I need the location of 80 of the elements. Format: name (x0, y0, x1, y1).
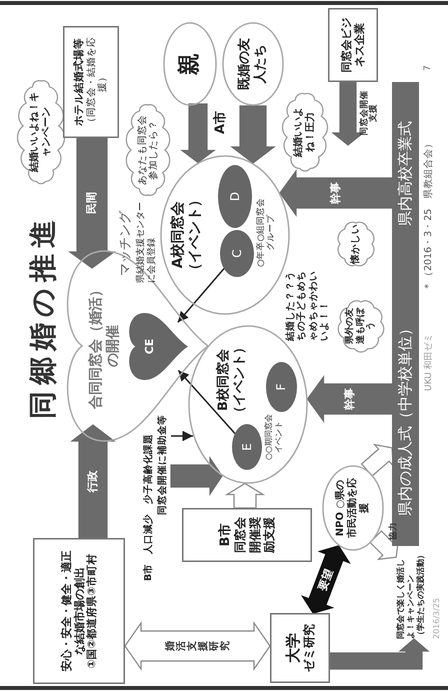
node-label: 結婚いいよね！圧力 (293, 106, 317, 160)
node-label: 結婚いいよね！キャンペーン (29, 91, 53, 174)
node-label: ゼミ研究 (302, 624, 316, 672)
person-circle (222, 22, 284, 106)
arrow-label: 協力 (389, 521, 399, 542)
node-label: ○○期同窓会イベント (264, 413, 284, 462)
member-ellipse (266, 362, 297, 412)
node-label: 同窓会ビジネス企業 (340, 16, 366, 74)
block-arrow (180, 103, 216, 164)
arrow-label: 同窓会開催支援 (360, 90, 380, 136)
node-label: 同窓会開催に補助金等 (157, 414, 168, 515)
block-arrow (306, 375, 393, 423)
note-text: マッチング (118, 210, 134, 276)
note-text: 県結婚支援センターに会員登録 (136, 201, 158, 283)
arrow (178, 370, 236, 434)
heart-shape (126, 313, 188, 380)
block-arrow (68, 137, 116, 269)
block-arrow (230, 105, 276, 164)
node-label: 県内高校卒業式 (396, 120, 414, 228)
node-label: C (230, 249, 244, 258)
member-ellipse (218, 165, 252, 228)
person-circle (163, 22, 217, 106)
double-arrow (124, 621, 271, 671)
node-label: B市 人口減少 少子高齢化課題 (143, 432, 154, 581)
note-text: ＊（2016・3・25 県教組合会） (423, 138, 434, 291)
block-arrow (70, 424, 116, 539)
arrow-label: 要望 (316, 567, 336, 592)
node-label: A校同窓会（イベント） (170, 192, 204, 279)
block-arrow (279, 169, 393, 217)
node-label: 合同同窓会（婚活）の開催 (88, 282, 122, 411)
block-arrow (329, 638, 430, 670)
note-text: UKU 和田ゼミ (424, 332, 435, 391)
arrow (171, 430, 193, 442)
info-box (182, 508, 312, 562)
node-label: E (240, 443, 254, 451)
note-text: 結婚した？？うちの子どもめちゃめちゃかわいいよ！！ (285, 271, 331, 341)
page-number: 7 (423, 64, 434, 71)
arrow-label: 幹事 (344, 388, 356, 410)
node-label: B校同窓会（イベント） (216, 340, 248, 421)
node-label: F (274, 384, 289, 390)
node-label: 親 (176, 53, 203, 75)
node-label: 同窓会開催奨励支援 (233, 516, 276, 556)
node-label: （同窓会・結婚を応援） (86, 36, 109, 129)
arrow-label: 行政 (86, 470, 100, 492)
block-arrow (224, 482, 266, 509)
node-label: 安心・安全・健全・適正な結婚市場の創出 (60, 550, 86, 674)
note-text: 2016/3/25 (432, 596, 442, 639)
diagram-title: 同郷婚の推進 (25, 213, 60, 419)
info-box (270, 613, 330, 683)
node-label: あなたも同窓会参加したら？ (136, 114, 160, 187)
info-box (63, 26, 119, 138)
note-text: A市 (213, 110, 229, 134)
node-label: ○年卒○組同窓会グループ (256, 197, 276, 269)
node-label: B市 (218, 524, 234, 546)
arrow-label: 民間 (86, 192, 98, 214)
organization-ellipse (322, 465, 384, 551)
arrow-label: 幹事 (330, 182, 342, 204)
node-label: NPO ○県の市民活動を応援 (335, 477, 371, 540)
node-label: （学生たちの実践活動） (416, 550, 426, 639)
node-label: 大学 (284, 633, 302, 663)
arrow-label: 婚活支援研究 (164, 641, 230, 651)
member-ellipse (232, 424, 262, 470)
info-box (33, 538, 125, 684)
node-label: ホテル結婚式場等 (73, 38, 86, 126)
node-label: 既婚の友人たち (237, 37, 269, 92)
node-label: 県外の友達も呼ぼう (344, 306, 378, 346)
block-arrow (331, 81, 365, 146)
node-label: 同窓会で楽しく婚活しよ！キャンペーン (396, 558, 416, 639)
info-box (328, 8, 378, 82)
block-arrow (170, 456, 223, 496)
node-label: 県内の成人式（中学校単位） (396, 320, 414, 518)
member-ellipse (220, 230, 254, 277)
node-label: D (228, 192, 242, 202)
block-arrow (369, 530, 400, 560)
node-label: CE (143, 338, 157, 354)
node-label: 懐かしい (350, 224, 362, 264)
arrow (177, 268, 225, 323)
node-label: ①国②都道府県③市町村 (86, 554, 98, 668)
block-arrow (360, 444, 394, 477)
speech-cloud (336, 297, 386, 355)
